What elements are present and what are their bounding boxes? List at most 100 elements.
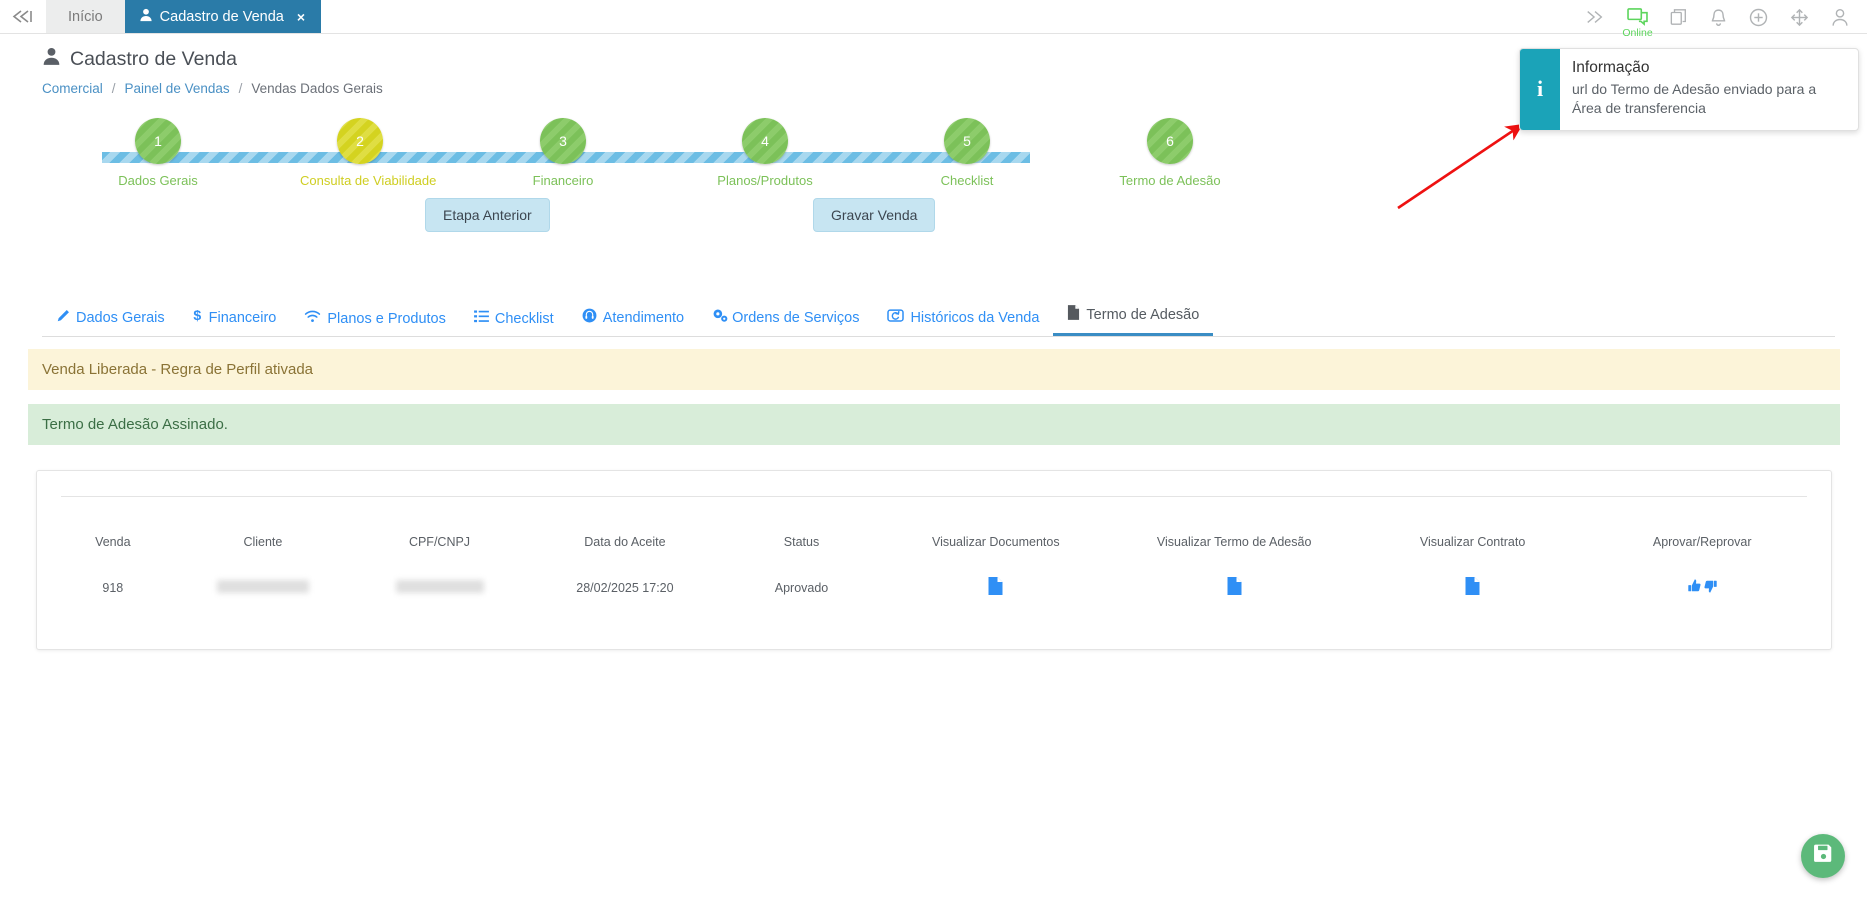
fast-forward-icon[interactable] <box>1585 9 1605 25</box>
cell-data-do-aceite: 28/02/2025 17:20 <box>576 580 674 595</box>
wizard-step-1[interactable]: 1 Dados Gerais <box>98 118 218 188</box>
col-visualizar-contrato: Visualizar Contrato <box>1419 535 1526 549</box>
tab-atendimento[interactable]: Atendimento <box>568 308 698 336</box>
close-icon[interactable]: × <box>296 8 306 25</box>
alert-venda-liberada-text: Venda Liberada - Regra de Perfil ativada <box>42 361 314 378</box>
cell-status: Aprovado <box>774 580 829 595</box>
online-label: Online <box>1622 27 1653 39</box>
redacted-value <box>395 579 484 593</box>
thumbs-up-icon <box>1687 579 1701 592</box>
document-icon <box>1067 305 1080 324</box>
wizard-step-2-label: Consulta de Viabilidade <box>300 173 437 188</box>
tab-cadastro-de-venda[interactable]: Cadastro de Venda × <box>124 0 322 33</box>
termo-adesao-table: Venda Cliente CPF/CNPJ Data do Aceite St… <box>51 497 1817 616</box>
wizard-step-2[interactable]: 2 Consulta de Viabilidade <box>300 118 437 188</box>
wizard-step-1-number: 1 <box>154 133 162 149</box>
step-wizard: 1 Dados Gerais 2 Consulta de Viabilidade… <box>42 118 1221 198</box>
tab-historicos-da-venda[interactable]: Históricos da Venda <box>873 308 1053 336</box>
wizard-step-4-circle: 4 <box>742 118 788 164</box>
wizard-step-5-circle: 5 <box>944 118 990 164</box>
cell-visualizar-termo[interactable] <box>1111 559 1358 616</box>
dollar-icon: $ <box>193 307 203 327</box>
alert-termo-assinado-text: Termo de Adesão Assinado. <box>42 416 228 433</box>
etapa-anterior-button[interactable]: Etapa Anterior <box>425 198 550 232</box>
toast-message: url do Termo de Adesão enviado para a Ár… <box>1572 81 1817 116</box>
wizard-step-6[interactable]: 6 Termo de Adesão <box>1110 118 1230 188</box>
tab-inicio[interactable]: Início <box>46 0 125 33</box>
thumbs-down-icon <box>1704 580 1717 593</box>
page-header: Cadastro de Venda Comercial / Painel de … <box>0 34 1867 96</box>
info-toast[interactable]: i Informação url do Termo de Adesão envi… <box>1519 48 1859 131</box>
headset-icon <box>582 308 597 327</box>
wizard-step-4-number: 4 <box>761 133 769 149</box>
wifi-icon <box>304 310 321 327</box>
list-icon <box>473 310 489 327</box>
toast-body: Informação url do Termo de Adesão enviad… <box>1560 49 1858 130</box>
page-title: Cadastro de Venda <box>42 47 1867 72</box>
cell-venda: 918 <box>102 580 124 595</box>
topbar-icon-group: Online <box>1585 0 1859 39</box>
tab-checklist[interactable]: Checklist <box>460 310 568 336</box>
wizard-step-4[interactable]: 4 Planos/Produtos <box>705 118 825 188</box>
wizard-step-2-circle: 2 <box>337 118 383 164</box>
tab-inicio-label: Início <box>68 8 103 25</box>
breadcrumb-separator: / <box>111 81 116 96</box>
col-visualizar-documentos: Visualizar Documentos <box>931 535 1060 549</box>
tab-financeiro[interactable]: $ Financeiro <box>179 307 291 336</box>
wizard-step-3-label: Financeiro <box>532 173 594 188</box>
breadcrumb-item-comercial[interactable]: Comercial <box>42 81 103 96</box>
col-visualizar-termo: Visualizar Termo de Adesão <box>1156 535 1312 549</box>
bell-icon[interactable] <box>1710 8 1727 27</box>
info-icon-glyph: i <box>1536 76 1544 102</box>
move-arrows-icon[interactable] <box>1790 8 1809 27</box>
top-bar: Início Cadastro de Venda × Online <box>0 0 1867 39</box>
alert-venda-liberada: Venda Liberada - Regra de Perfil ativada <box>28 349 1840 390</box>
collapse-left-icon[interactable] <box>0 0 46 33</box>
tab-historicos-da-venda-label: Históricos da Venda <box>910 309 1040 326</box>
chat-online-icon[interactable]: Online <box>1622 8 1653 39</box>
table-row: 918 28/02/2025 17:20 Aprovado <box>51 559 1817 616</box>
tab-dados-gerais-label: Dados Gerais <box>76 310 165 326</box>
wizard-step-5-number: 5 <box>963 133 971 149</box>
wizard-step-4-label: Planos/Produtos <box>717 173 813 188</box>
content-tab-bar: Dados Gerais $ Financeiro Planos e Produ… <box>42 299 1835 337</box>
col-status: Status <box>783 535 820 549</box>
svg-text:$: $ <box>193 308 201 323</box>
gravar-venda-button[interactable]: Gravar Venda <box>813 198 936 232</box>
toast-title: Informação <box>1572 59 1650 76</box>
cell-cpf-cnpj <box>351 559 528 616</box>
cell-aprovar-reprovar[interactable] <box>1587 559 1817 616</box>
file-icon[interactable] <box>1465 577 1480 598</box>
gears-icon <box>712 308 729 327</box>
table-header-row: Venda Cliente CPF/CNPJ Data do Aceite St… <box>51 497 1817 559</box>
info-icon: i <box>1520 49 1560 130</box>
col-data-do-aceite: Data do Aceite <box>584 535 666 549</box>
plus-circle-icon[interactable] <box>1749 8 1768 27</box>
col-cpf-cnpj: CPF/CNPJ <box>408 535 471 549</box>
file-icon[interactable] <box>1227 577 1242 598</box>
tab-planos-e-produtos[interactable]: Planos e Produtos <box>290 310 460 336</box>
tab-termo-de-adesao[interactable]: Termo de Adesão <box>1053 305 1214 336</box>
user-account-icon[interactable] <box>1831 8 1849 27</box>
tab-financeiro-label: Financeiro <box>208 309 277 326</box>
thumbs-up-down-icon[interactable] <box>1687 579 1717 593</box>
tab-planos-e-produtos-label: Planos e Produtos <box>327 310 446 327</box>
tab-dados-gerais[interactable]: Dados Gerais <box>42 309 179 336</box>
tab-ordens-de-servicos[interactable]: Ordens de Serviços <box>698 308 873 336</box>
col-venda: Venda <box>95 535 131 549</box>
file-icon[interactable] <box>988 577 1003 598</box>
termo-adesao-card: Venda Cliente CPF/CNPJ Data do Aceite St… <box>36 470 1832 650</box>
tab-atendimento-label: Atendimento <box>602 309 685 326</box>
copy-icon[interactable] <box>1670 8 1688 26</box>
wizard-step-3[interactable]: 3 Financeiro <box>503 118 623 188</box>
wizard-step-6-number: 6 <box>1166 133 1174 149</box>
save-floppy-button[interactable] <box>1801 834 1845 878</box>
wizard-step-1-label: Dados Gerais <box>118 173 198 188</box>
cell-visualizar-contrato[interactable] <box>1358 559 1588 616</box>
breadcrumb-separator: / <box>238 81 243 96</box>
wizard-step-5[interactable]: 5 Checklist <box>907 118 1027 188</box>
user-icon <box>139 8 153 26</box>
cell-visualizar-documentos[interactable] <box>881 559 1111 616</box>
breadcrumb-item-painel-de-vendas[interactable]: Painel de Vendas <box>124 81 230 96</box>
pencil-icon <box>56 309 70 327</box>
